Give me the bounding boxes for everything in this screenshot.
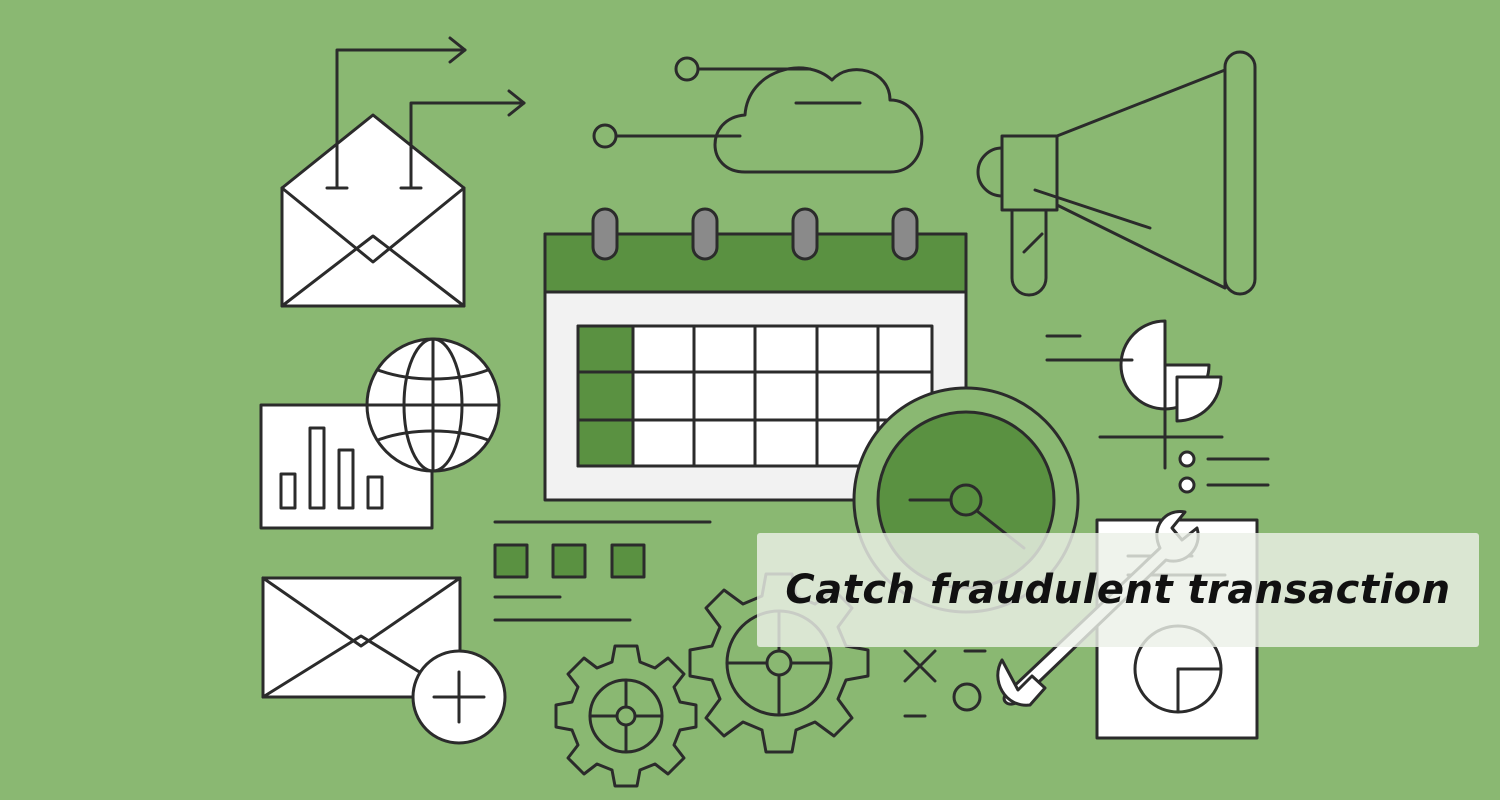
globe-icon (365, 337, 501, 473)
gear-small-icon (554, 644, 698, 788)
cloud-icon (592, 56, 924, 174)
misc-symbols (903, 649, 987, 718)
add-circle-icon (411, 649, 507, 745)
open-envelope-icon (280, 113, 466, 308)
pie-chart-icon (1045, 319, 1270, 494)
caption-box: Catch fraudulent transaction (757, 533, 1479, 647)
megaphone-icon (976, 50, 1257, 297)
forward-arrows-icon (325, 36, 526, 190)
caption-text: Catch fraudulent transaction (785, 567, 1451, 613)
checkbox-list-icon (493, 520, 712, 622)
